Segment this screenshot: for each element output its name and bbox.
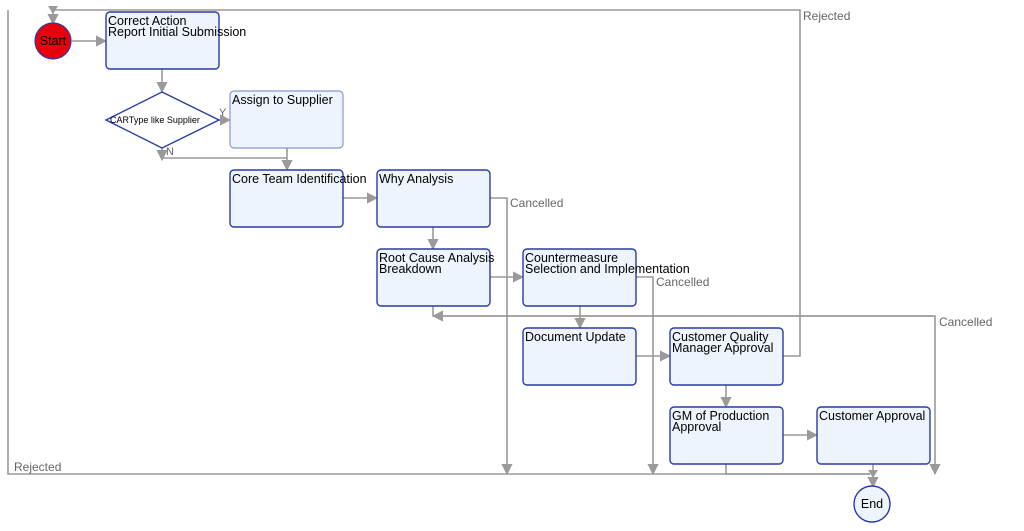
edge-assign-core-team bbox=[162, 148, 287, 170]
gm-approval-node[interactable]: GM of Production Approval bbox=[669, 406, 784, 465]
countermeasure-label-1: Countermeasure bbox=[525, 251, 618, 265]
counter-cancelled-label: Cancelled bbox=[656, 275, 709, 289]
decision-yes-label: Y bbox=[219, 107, 227, 119]
why-cancelled-label: Cancelled bbox=[510, 196, 563, 210]
cqm-approval-node[interactable]: Customer Quality Manager Approval bbox=[669, 327, 784, 386]
assign-supplier-label: Assign to Supplier bbox=[232, 93, 333, 107]
edge-gm-end bbox=[725, 464, 870, 475]
assign-supplier-node[interactable]: Assign to Supplier bbox=[229, 90, 344, 149]
cartype-decision-node[interactable]: CARType like Supplier bbox=[104, 91, 221, 149]
countermeasure-node[interactable]: Countermeasure Selection and Implementat… bbox=[522, 248, 690, 307]
rejected-top-label: Rejected bbox=[803, 9, 850, 23]
end-label: End bbox=[861, 497, 883, 511]
start-node[interactable]: Start bbox=[34, 22, 72, 60]
correct-action-node[interactable]: Correct Action Report Initial Submission bbox=[105, 11, 246, 70]
edge-counter-cancelled bbox=[636, 276, 659, 476]
end-merge-marker bbox=[868, 470, 878, 478]
edges bbox=[7, 9, 941, 489]
root-cancelled-label: Cancelled bbox=[939, 315, 992, 329]
gm-label-2: Approval bbox=[672, 420, 721, 434]
root-cause-label-1: Root Cause Analysis bbox=[379, 251, 494, 265]
document-update-node[interactable]: Document Update bbox=[522, 327, 637, 386]
countermeasure-label-2: Selection and Implementation bbox=[525, 262, 690, 276]
cartype-label: CARType like Supplier bbox=[110, 115, 200, 125]
rejected-left-label: Rejected bbox=[14, 460, 61, 474]
root-cause-label-2: Breakdown bbox=[379, 262, 442, 276]
core-team-node[interactable]: Core Team Identification bbox=[229, 169, 367, 228]
end-node[interactable]: End bbox=[853, 485, 891, 523]
gm-label-1: GM of Production bbox=[672, 409, 769, 423]
root-cause-node[interactable]: Root Cause Analysis Breakdown bbox=[376, 248, 494, 307]
correct-action-label-1: Correct Action bbox=[108, 14, 187, 28]
edge-rejected-left bbox=[7, 10, 870, 475]
customer-approval-label: Customer Approval bbox=[819, 409, 925, 423]
why-analysis-label: Why Analysis bbox=[379, 172, 453, 186]
core-team-label: Core Team Identification bbox=[232, 172, 367, 186]
cqm-label-1: Customer Quality bbox=[672, 330, 769, 344]
cqm-label-2: Manager Approval bbox=[672, 341, 773, 355]
edge-rejected-top bbox=[47, 9, 801, 357]
document-update-label: Document Update bbox=[525, 330, 626, 344]
customer-approval-node[interactable]: Customer Approval bbox=[816, 406, 931, 465]
start-merge-marker bbox=[48, 6, 58, 14]
why-analysis-node[interactable]: Why Analysis bbox=[376, 169, 491, 228]
merge-markers bbox=[48, 6, 878, 478]
edge-why-cancelled bbox=[490, 197, 513, 476]
correct-action-label-2: Report Initial Submission bbox=[108, 25, 246, 39]
decision-no-label: N bbox=[166, 146, 174, 158]
start-label: Start bbox=[40, 34, 67, 48]
